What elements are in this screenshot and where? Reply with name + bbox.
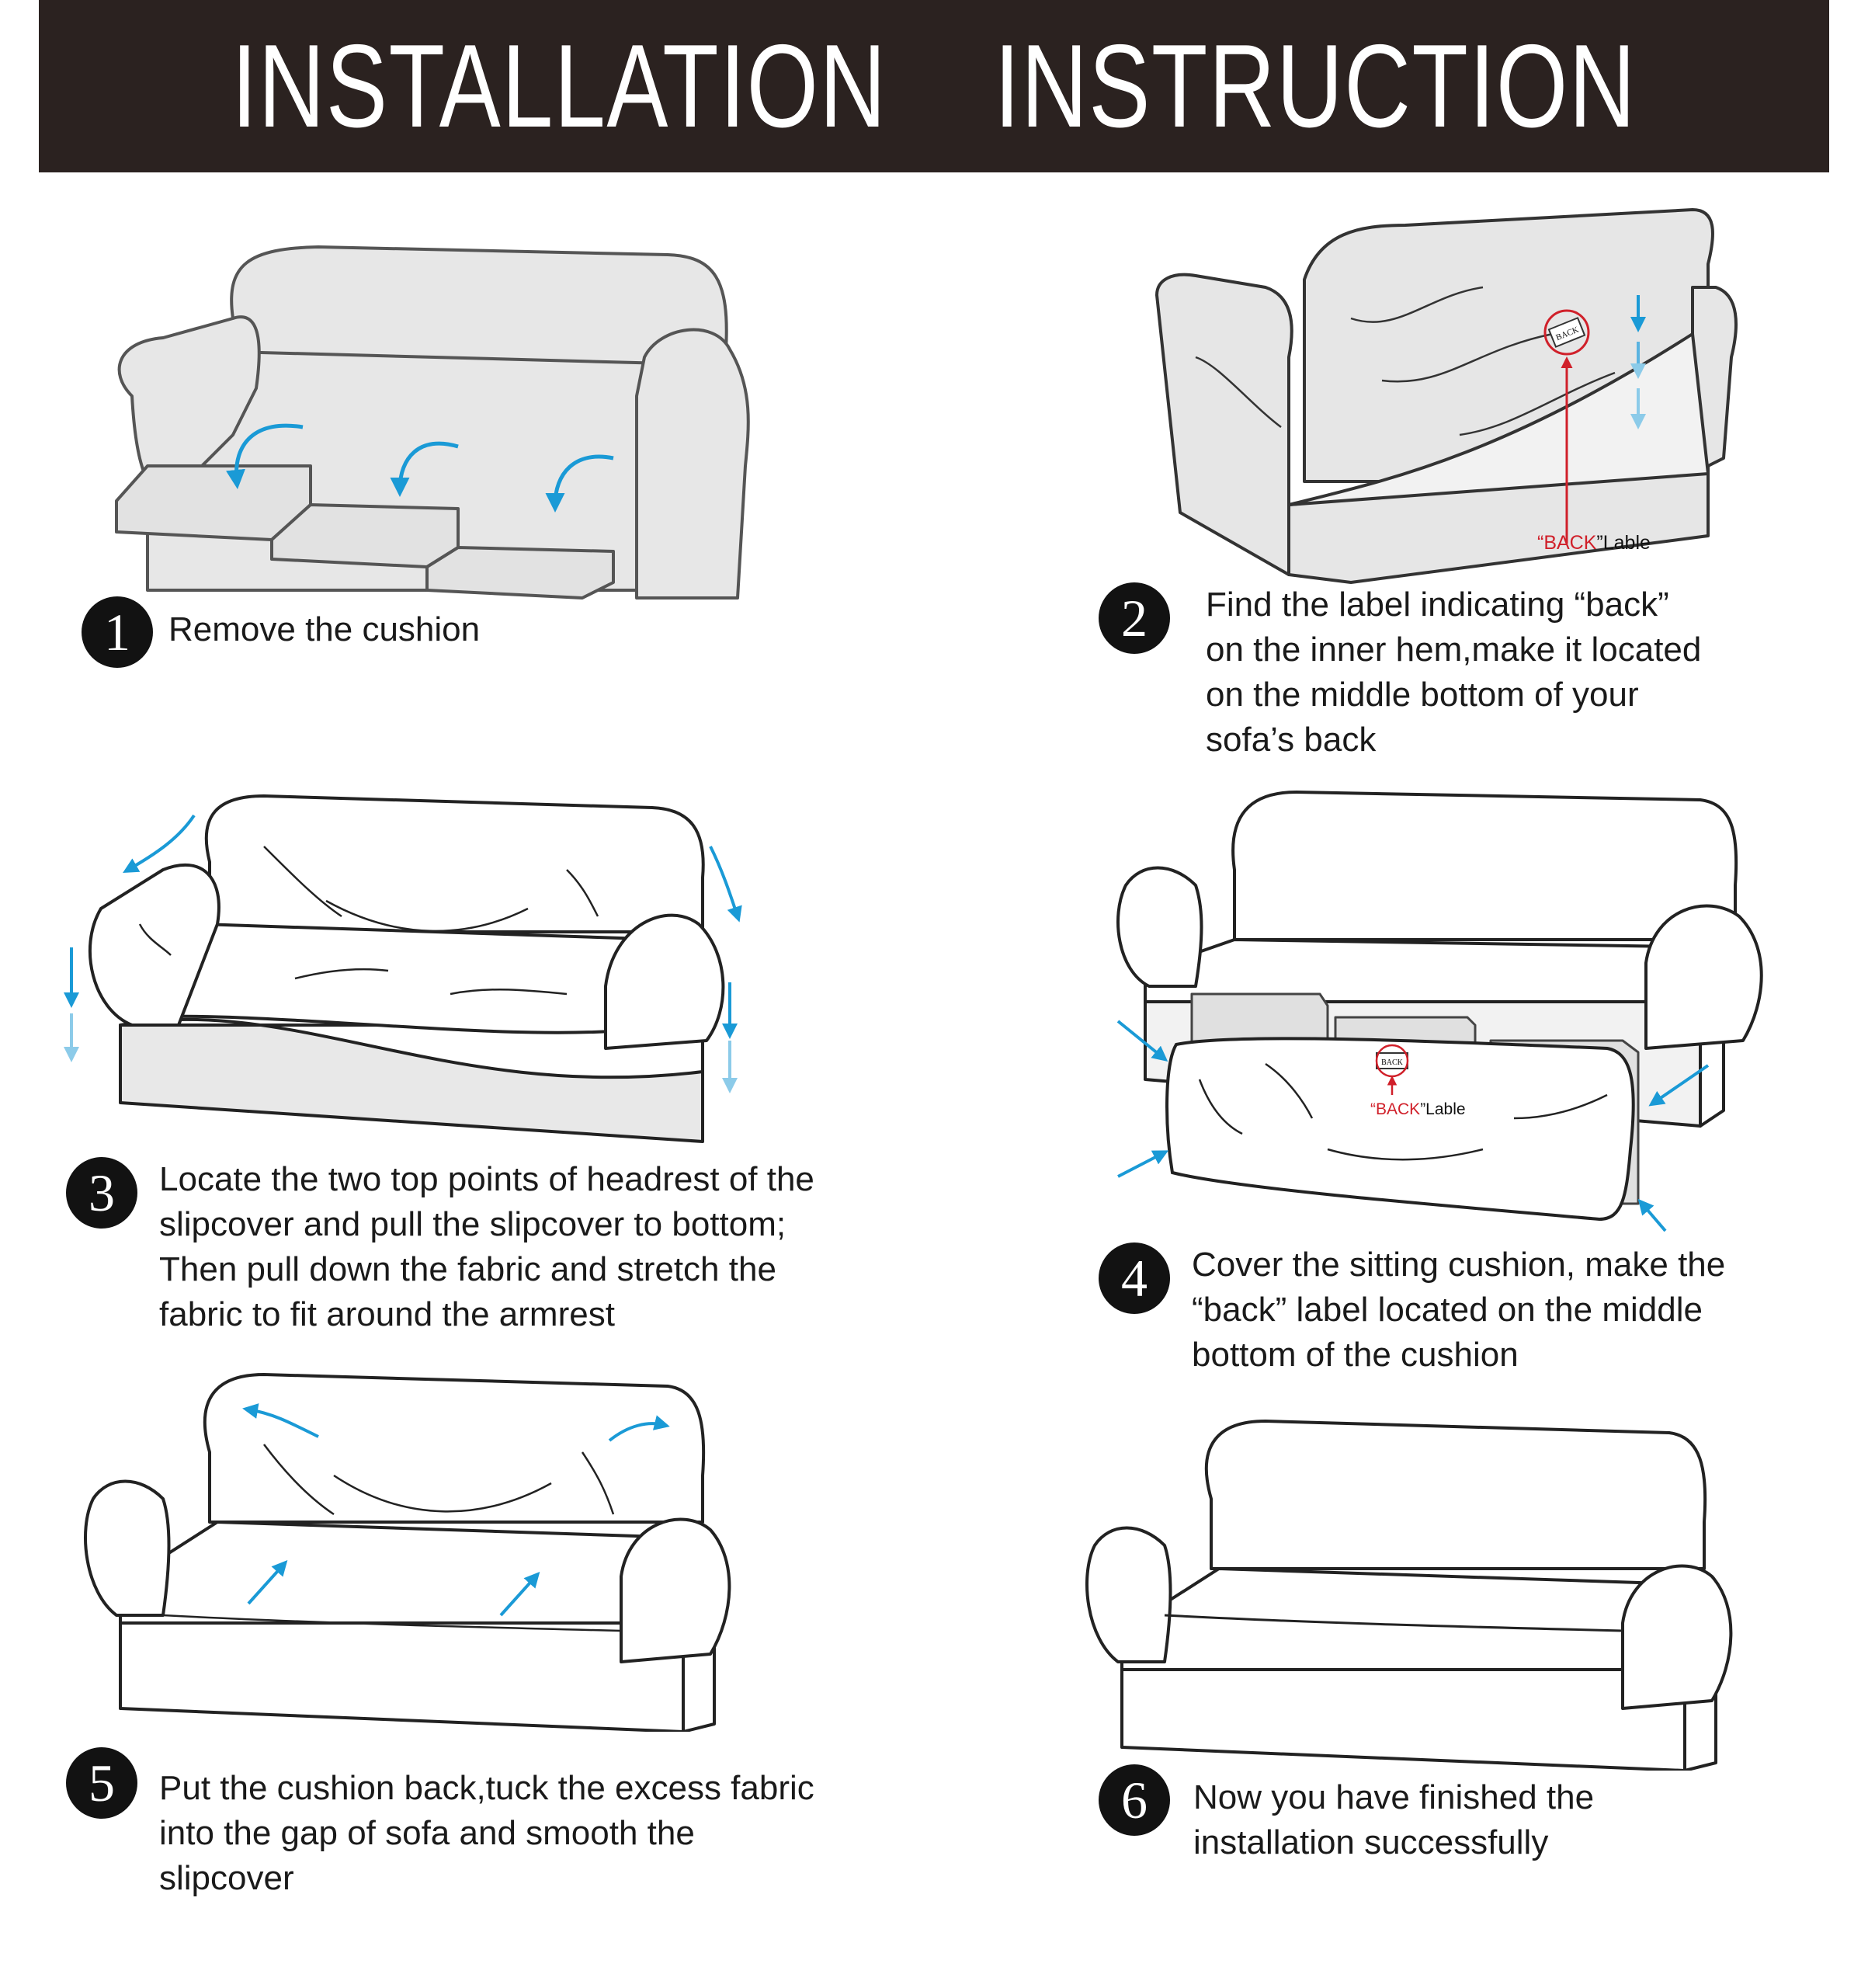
step-3: 3 Locate the two top points of headrest … xyxy=(66,1157,920,1337)
page-title: INSTALLATION INSTRUCTION xyxy=(231,20,1637,152)
step-number: 2 xyxy=(1099,582,1170,654)
step-text: Find the label indicating “back” on the … xyxy=(1206,586,1702,759)
step-number: 5 xyxy=(66,1747,137,1819)
svg-text:BACK: BACK xyxy=(1381,1058,1404,1067)
illustration-back-label: BACK “BACK”Lable xyxy=(1149,202,1739,590)
step-text: Now you have finished the installation s… xyxy=(1193,1778,1595,1861)
step-number: 4 xyxy=(1099,1242,1170,1314)
step-4: 4 Cover the sitting cushion, make the “b… xyxy=(1099,1242,1844,1378)
illustration-remove-cushion xyxy=(101,233,776,606)
illustration-tuck-fabric xyxy=(78,1367,745,1732)
step-text: Put the cushion back,tuck the excess fab… xyxy=(159,1769,814,1897)
step-number: 3 xyxy=(66,1157,137,1229)
back-tag: BACK xyxy=(1547,317,1586,348)
step-5: 5 Put the cushion back,tuck the excess f… xyxy=(66,1747,920,1901)
step-1: 1 Remove the cushion xyxy=(82,596,703,668)
step-text: Locate the two top points of headrest of… xyxy=(159,1160,814,1333)
step-6: 6 Now you have finished the installation… xyxy=(1099,1764,1797,1865)
step-number: 6 xyxy=(1099,1764,1170,1836)
back-label-caption: “BACK”Lable xyxy=(1537,532,1651,554)
step-number: 1 xyxy=(82,596,153,668)
illustration-pull-slipcover xyxy=(62,792,761,1157)
step-2: 2 Find the label indicating “back” on th… xyxy=(1099,582,1797,763)
illustration-finished xyxy=(1079,1413,1747,1771)
illustration-cover-cushion: BACK “BACK”Lable xyxy=(1110,784,1770,1235)
step-text: Cover the sitting cushion, make the “bac… xyxy=(1192,1246,1726,1374)
header-banner: INSTALLATION INSTRUCTION xyxy=(39,0,1829,172)
step-text: Remove the cushion xyxy=(168,610,481,648)
back-label-caption-small: “BACK”Lable xyxy=(1370,1100,1466,1118)
